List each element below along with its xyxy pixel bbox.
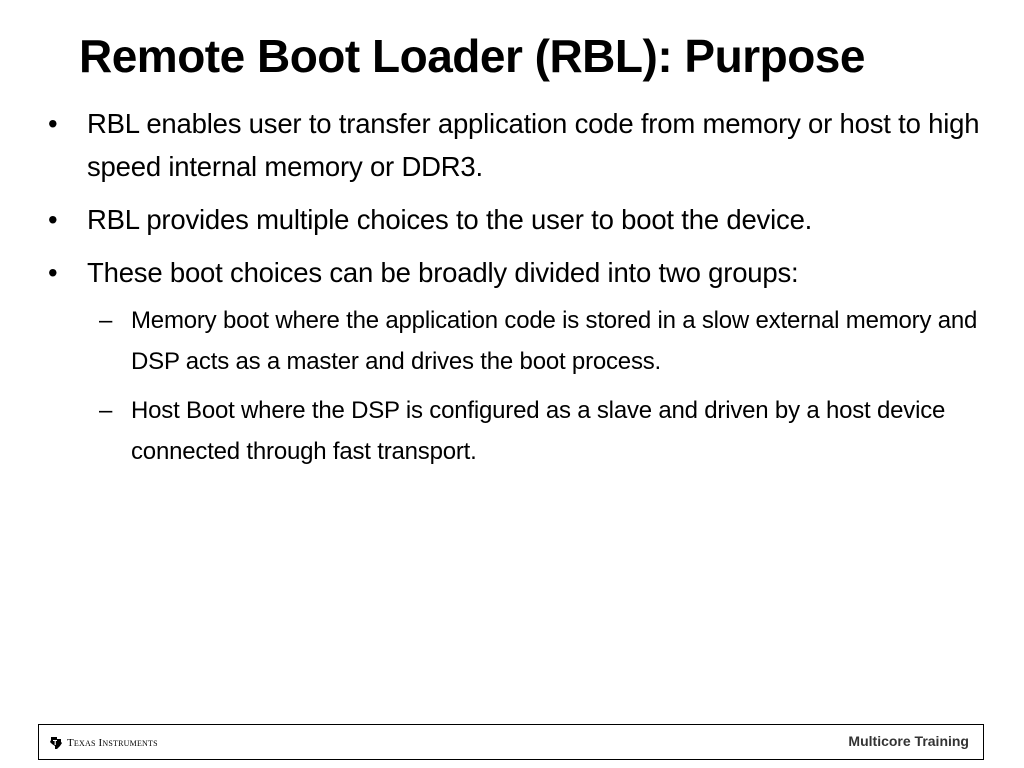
texas-instruments-logo-icon — [50, 737, 62, 749]
bullet-item: • These boot choices can be broadly divi… — [48, 251, 998, 472]
bullet-marker: • — [48, 108, 58, 139]
ti-wordmark: Texas Instruments — [67, 737, 158, 749]
sub-bullet-item: – Memory boot where the application code… — [87, 300, 998, 382]
bullet-text: These boot choices can be broadly divide… — [87, 257, 799, 288]
bullet-item: • RBL provides multiple choices to the u… — [48, 198, 998, 241]
sub-bullet-marker: – — [99, 307, 113, 334]
bullet-text: RBL enables user to transfer application… — [87, 108, 980, 182]
sub-bullet-text: Memory boot where the application code i… — [131, 307, 978, 375]
sub-bullet-item: – Host Boot where the DSP is configured … — [87, 390, 998, 472]
slide-footer: Texas Instruments Multicore Training — [38, 724, 984, 760]
bullet-text: RBL provides multiple choices to the use… — [87, 204, 813, 235]
slide-title: Remote Boot Loader (RBL): Purpose — [79, 30, 865, 82]
bullet-marker: • — [48, 204, 58, 235]
sub-bullet-text: Host Boot where the DSP is configured as… — [131, 397, 946, 465]
sub-bullet-marker: – — [99, 397, 113, 424]
slide-body: • RBL enables user to transfer applicati… — [48, 102, 998, 482]
bullet-marker: • — [48, 257, 58, 288]
footer-label: Multicore Training — [848, 733, 969, 749]
ti-logo: Texas Instruments — [49, 734, 158, 752]
bullet-item: • RBL enables user to transfer applicati… — [48, 102, 998, 188]
sub-bullet-list: – Memory boot where the application code… — [87, 300, 998, 472]
